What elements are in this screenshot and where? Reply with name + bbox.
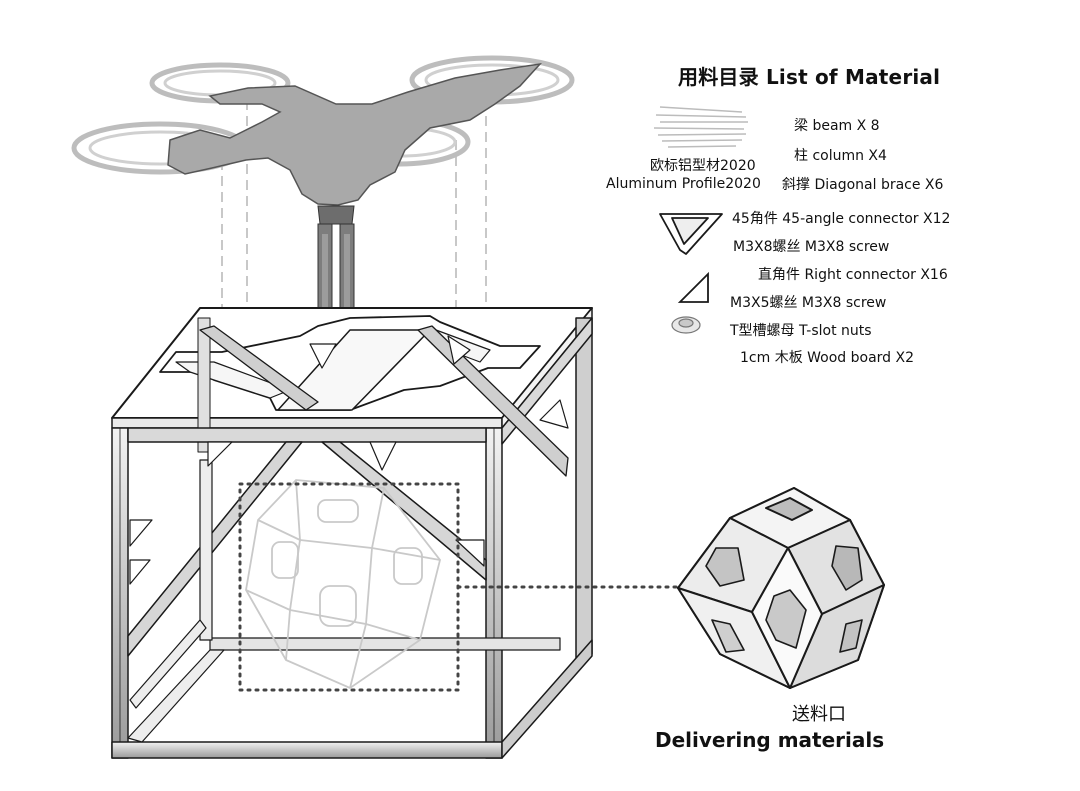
legend-title: 用料目录 List of Material xyxy=(678,65,941,89)
outlet-label-cn: 送料口 xyxy=(792,704,846,725)
t-slot-nut-icon xyxy=(671,316,701,334)
inner-bottom-frame xyxy=(209,637,561,651)
legend-t-slot-nuts: T型槽螺母 T-slot nuts xyxy=(730,323,872,339)
cube-frame xyxy=(111,307,593,759)
diagonal-brace-2 xyxy=(321,441,487,581)
delivered-polyhedron xyxy=(677,487,885,689)
legend-beam: 梁 beam X 8 xyxy=(794,118,880,134)
outlet-label-en: Delivering materials xyxy=(655,728,885,752)
beam-front-bottom xyxy=(111,741,503,759)
beam-right-bottom xyxy=(501,639,593,759)
angle-connector-icon xyxy=(659,213,723,255)
diagonal-brace-4 xyxy=(199,325,319,411)
legend-angle-connector: 45角件 45-angle connector X12 xyxy=(732,211,951,227)
legend-m3x8-screw: M3X8螺丝 M3X8 screw xyxy=(733,239,890,255)
ghost-polyhedron xyxy=(245,479,441,690)
legend-diagonal-brace: 斜撑 Diagonal brace X6 xyxy=(782,177,944,193)
column-back-right xyxy=(575,317,593,661)
legend-profile-cn: 欧标铝型材2020 xyxy=(650,158,756,174)
legend-m3x5-screw: M3X5螺丝 M3X8 screw xyxy=(730,295,887,311)
legend-profile-en: Aluminum Profile2020 xyxy=(606,176,761,192)
legend-wood-board: 1cm 木板 Wood board X2 xyxy=(740,350,915,366)
right-connector-icon xyxy=(677,271,709,303)
legend-column: 柱 column X4 xyxy=(794,148,887,164)
diagonal-brace-1 xyxy=(127,441,303,657)
corner-connectors xyxy=(129,335,569,585)
beam-right-top xyxy=(501,317,593,445)
drone-body xyxy=(167,62,542,206)
beam-front-top xyxy=(127,427,487,443)
aluminum-profile-icon xyxy=(653,106,748,148)
legend-right-connector: 直角件 Right connector X16 xyxy=(758,267,948,283)
drone-gripper-head xyxy=(317,205,355,225)
diagonal-brace-3 xyxy=(417,325,569,477)
